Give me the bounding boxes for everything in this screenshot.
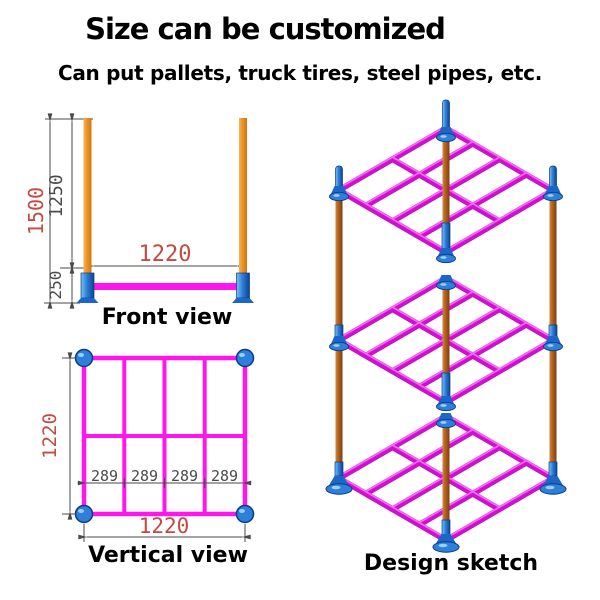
plan-dim-spacing-3: 289 <box>171 467 198 485</box>
front-right-socket <box>236 272 250 299</box>
front-right-foot <box>232 298 254 303</box>
title: Size can be customized <box>85 12 446 46</box>
front-dim-post-height: 1250 <box>46 174 67 217</box>
plan-corner-post-bl <box>74 504 94 524</box>
plan-frame <box>81 355 248 517</box>
plan-corner-post-tl <box>74 348 94 368</box>
plan-dim-spacing-1: 289 <box>91 467 118 485</box>
subtitle: Can put pallets, truck tires, steel pipe… <box>57 61 543 85</box>
front-left-socket <box>80 272 95 299</box>
front-left-foot <box>76 298 99 303</box>
plan-corner-post-tr <box>235 348 255 368</box>
front-left-post <box>83 118 92 273</box>
sketch-left-post <box>325 165 353 495</box>
plan-dim-spacing-2: 289 <box>131 467 158 485</box>
plan-corner-post-br <box>235 504 255 524</box>
plan-dim-spacing-4: 289 <box>211 467 238 485</box>
front-view-label: Front view <box>101 305 233 330</box>
front-cross-bar <box>93 283 239 290</box>
plan-dim-width: 1220 <box>139 514 190 538</box>
design-sketch-drawing <box>325 99 567 553</box>
sketch-center-post <box>432 99 460 553</box>
sketch-right-post <box>539 165 567 495</box>
front-view-drawing: 1500 1250 250 1220 <box>24 113 254 309</box>
vertical-view-label: Vertical view <box>88 543 248 568</box>
front-dim-width: 1220 <box>139 242 192 267</box>
design-sketch-label: Design sketch <box>363 551 539 576</box>
front-dim-base-height: 250 <box>46 271 65 300</box>
front-right-post <box>239 118 247 273</box>
plan-dim-depth: 1220 <box>39 413 61 459</box>
vertical-view-drawing: 289 289 289 289 1220 1220 <box>39 348 255 542</box>
front-dim-total-height: 1500 <box>24 187 48 235</box>
